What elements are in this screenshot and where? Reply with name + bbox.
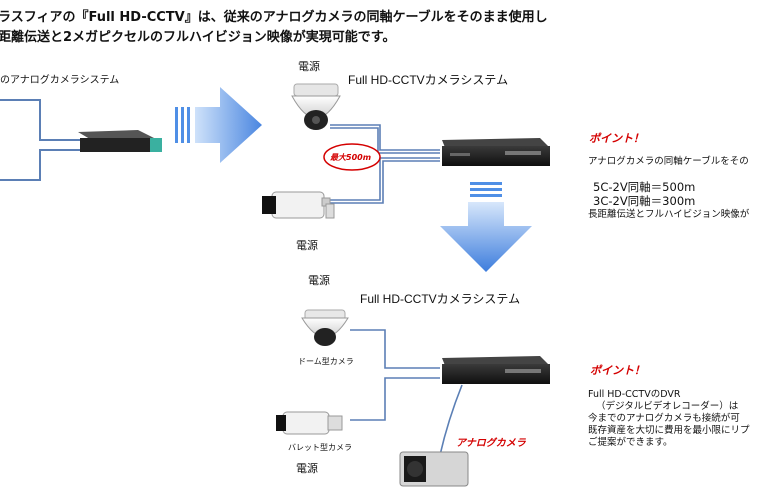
horizontal-arrow	[175, 87, 262, 163]
bottom-bullet-camera	[276, 411, 343, 435]
point2-line-2: （デジタルビデオレコーダー）は	[596, 401, 739, 412]
point2-heading: ポイント！	[590, 364, 645, 377]
top-power-label-lower: 電源	[296, 239, 318, 252]
header-line-2: 距離伝送と2メガピクセルのフルハイビジョン映像が実現可能です。	[0, 30, 396, 45]
point2-line-4: 既存資産を大切に費用を最小限にリプ	[588, 425, 750, 436]
top-dome-camera	[291, 83, 341, 130]
bottom-system-title: Full HD-CCTVカメラシステム	[360, 292, 521, 306]
top-system-title: Full HD-CCTVカメラシステム	[348, 73, 509, 87]
down-arrow	[440, 182, 532, 272]
bullet-camera-label: バレット型カメラ	[288, 443, 352, 452]
header-line-1: ラスフィアの『Full HD-CCTV』は、従来のアナログカメラの同軸ケーブルを…	[0, 10, 548, 25]
point2-line-5: ご提案ができます。	[588, 437, 673, 448]
dome-camera-label: ドーム型カメラ	[298, 357, 354, 366]
point1-text: アナログカメラの同軸ケーブルをその	[588, 156, 749, 167]
bottom-dome-camera	[301, 309, 349, 346]
left-dvr	[78, 130, 162, 152]
distance-badge: 最大500m	[330, 153, 372, 162]
bottom-cables	[350, 329, 463, 456]
analog-camera-label: アナログカメラ	[456, 438, 526, 449]
bottom-power-label-upper: 電源	[308, 274, 330, 287]
point1-text2: 長距離伝送とフルハイビジョン映像が	[588, 209, 750, 220]
distance-badge-outline	[323, 143, 381, 171]
point2-line-3: 今までのアナログカメラも接続が可	[588, 413, 740, 424]
top-dvr	[442, 138, 550, 166]
top-power-label-upper: 電源	[298, 60, 320, 73]
bottom-power-label-lower: 電源	[296, 462, 318, 475]
left-cables	[0, 99, 80, 181]
point1-coax-5c: 5C-2V同軸＝500m	[593, 180, 696, 194]
top-bullet-camera	[262, 191, 335, 219]
analog-box-camera	[399, 451, 469, 487]
bottom-dvr	[442, 356, 550, 384]
point1-coax-3c: 3C-2V同軸＝300m	[593, 194, 696, 208]
left-system-label: のアナログカメラシステム	[0, 75, 120, 86]
top-cables	[330, 124, 440, 204]
point1-heading: ポイント！	[589, 132, 644, 145]
point2-line-1: Full HD-CCTVのDVR	[588, 389, 681, 400]
